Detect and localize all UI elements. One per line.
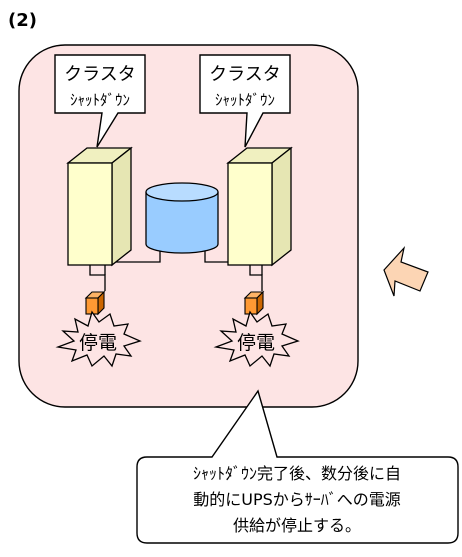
ups-left [84, 290, 106, 316]
callout-left-line1: クラスタ [64, 64, 136, 85]
callout-left-line2: ｼｬｯﾄﾀﾞｳﾝ [70, 91, 130, 109]
note-line3: 供給が停止する。 [233, 516, 361, 535]
server-left [66, 146, 133, 267]
outage-label-left: 停電 [79, 332, 117, 354]
step-label: (2) [8, 10, 37, 31]
shared-storage-icon [145, 182, 219, 254]
outage-label-right: 停電 [237, 332, 275, 354]
ups-right [243, 290, 265, 316]
note-callout: ｼｬｯﾄﾀﾞｳﾝ完了後、数分後に自 動的にUPSからｻｰﾊﾞへの電源 供給が停止… [136, 389, 459, 544]
shutdown-callout-right: クラスタ ｼｬｯﾄﾀﾞｳﾝ [199, 54, 291, 148]
callout-right-line2: ｼｬｯﾄﾀﾞｳﾝ [215, 91, 275, 109]
right-arrow-icon [383, 245, 429, 297]
note-line1: ｼｬｯﾄﾀﾞｳﾝ完了後、数分後に自 [193, 464, 401, 483]
callout-right-line1: クラスタ [209, 64, 281, 85]
power-outage-burst-left: 停電 [55, 310, 142, 368]
note-line2: 動的にUPSからｻｰﾊﾞへの電源 [193, 490, 401, 509]
server-right [226, 146, 293, 267]
power-outage-burst-right: 停電 [213, 310, 300, 368]
shutdown-callout-left: クラスタ ｼｬｯﾄﾀﾞｳﾝ [54, 54, 146, 148]
